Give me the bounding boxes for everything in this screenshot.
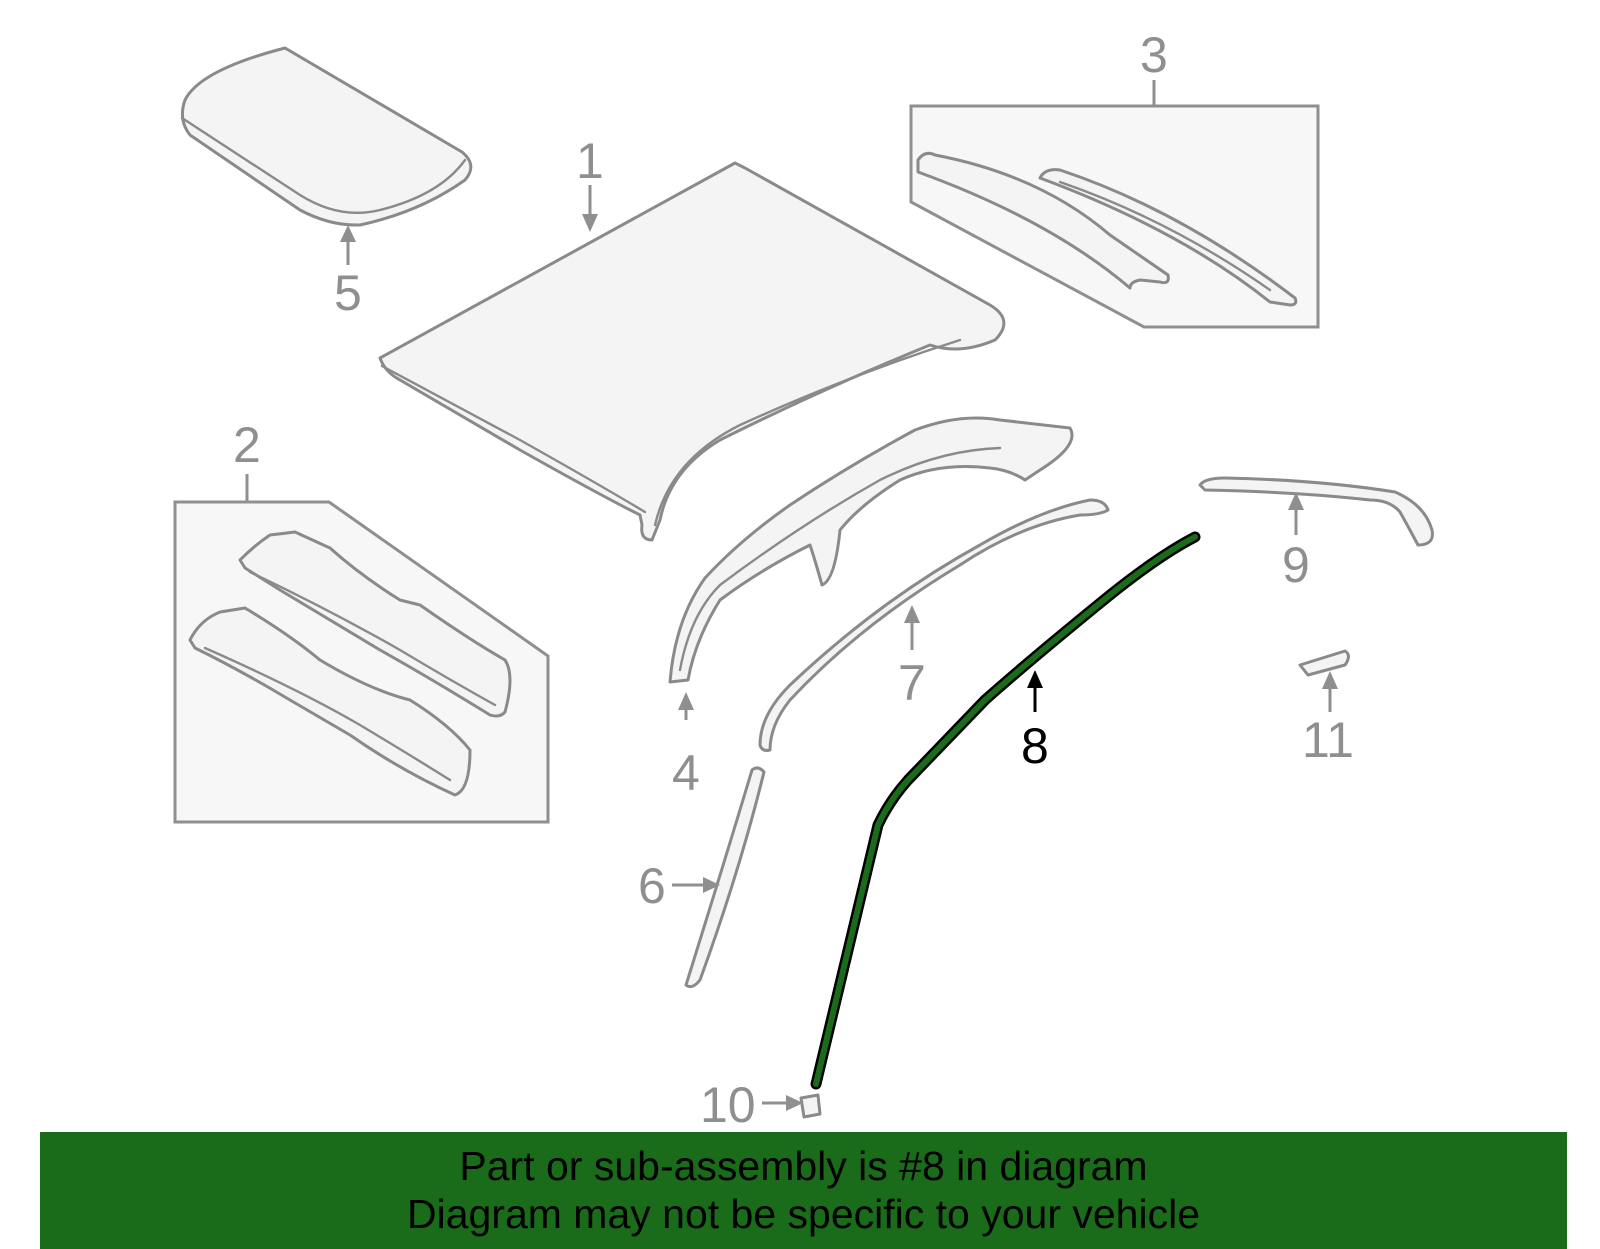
- callout-2: 2: [233, 417, 261, 502]
- callout-3: 3: [1140, 27, 1168, 106]
- callout-9-label: 9: [1282, 537, 1310, 593]
- callout-2-label: 2: [233, 417, 261, 473]
- part-3-roof-rails-box[interactable]: [909, 104, 1320, 329]
- callout-10: 10: [700, 1077, 803, 1133]
- callout-7: 7: [898, 605, 926, 711]
- part-4-side-rail[interactable]: [668, 416, 1074, 684]
- callout-4-label: 4: [672, 745, 700, 801]
- callout-6: 6: [638, 858, 720, 914]
- callout-1-label: 1: [576, 133, 604, 189]
- part-1-roof-panel[interactable]: [378, 161, 1006, 542]
- part-6-pillar-molding[interactable]: [684, 766, 766, 989]
- callout-6-label: 6: [638, 858, 666, 914]
- part-2-roof-bows-box[interactable]: [173, 500, 550, 824]
- callout-5: 5: [334, 225, 362, 321]
- callout-10-label: 10: [700, 1077, 756, 1133]
- banner-line-2: Diagram may not be specific to your vehi…: [406, 1191, 1200, 1237]
- part-10-clip[interactable]: [799, 1093, 822, 1119]
- part-8-weatherstrip[interactable]: [810, 531, 1201, 1090]
- callout-11-label: 11: [1302, 712, 1354, 768]
- callout-11: 11: [1302, 671, 1354, 768]
- callout-7-label: 7: [898, 655, 926, 711]
- callout-8: 8: [1021, 670, 1049, 774]
- callout-1: 1: [576, 133, 604, 232]
- callout-8-label: 8: [1021, 718, 1049, 774]
- part-7-drip-molding[interactable]: [758, 498, 1110, 752]
- callout-4: 4: [672, 692, 700, 801]
- part-11-bracket[interactable]: [1298, 649, 1350, 677]
- part-9-rear-molding[interactable]: [1198, 476, 1434, 547]
- callout-3-label: 3: [1140, 27, 1168, 83]
- callout-9: 9: [1282, 492, 1310, 593]
- callout-5-label: 5: [334, 265, 362, 321]
- banner-line-1: Part or sub-assembly is #8 in diagram: [459, 1143, 1148, 1189]
- part-5-sunroof-panel[interactable]: [180, 46, 473, 227]
- info-banner: Part or sub-assembly is #8 in diagram Di…: [40, 1132, 1567, 1249]
